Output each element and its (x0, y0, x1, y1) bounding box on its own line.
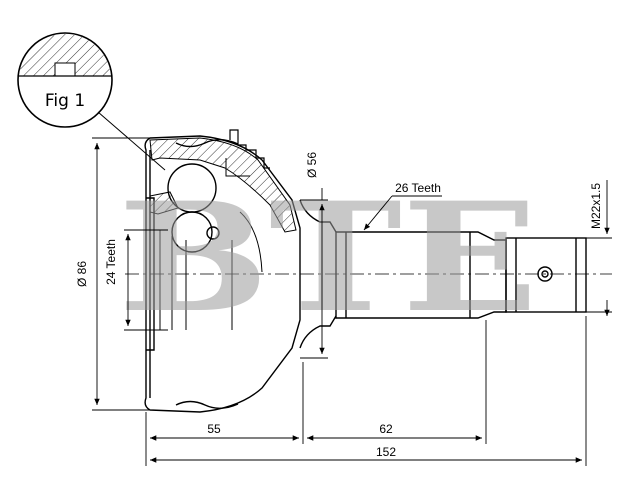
spline-leader (363, 195, 442, 231)
figure-label: Fig 1 (45, 91, 85, 111)
label-length-shaft: 62 (379, 422, 393, 436)
label-outer-diameter: Ø 86 (75, 261, 89, 287)
dim-inner-teeth (124, 229, 168, 331)
detail-callout: Fig 1 (17, 32, 113, 128)
label-length-bell: 55 (207, 422, 221, 436)
dim-shoulder-diameter (300, 188, 328, 359)
label-inner-teeth: 24 Teeth (104, 239, 118, 285)
abs-ring (229, 129, 270, 169)
dim-lengths (145, 316, 587, 466)
label-shoulder-diameter: Ø 56 (305, 152, 319, 178)
inner-race (159, 158, 263, 330)
joint-balls (167, 163, 220, 253)
label-length-total: 152 (376, 445, 396, 459)
watermark-logo: BTE (118, 170, 538, 346)
section-hatch (149, 137, 297, 233)
label-spline-teeth: 26 Teeth (395, 181, 441, 195)
label-thread: M22x1.5 (589, 183, 603, 229)
dim-thread (586, 180, 612, 316)
callout-leader (97, 111, 166, 171)
dim-outer-diameter (92, 137, 150, 411)
